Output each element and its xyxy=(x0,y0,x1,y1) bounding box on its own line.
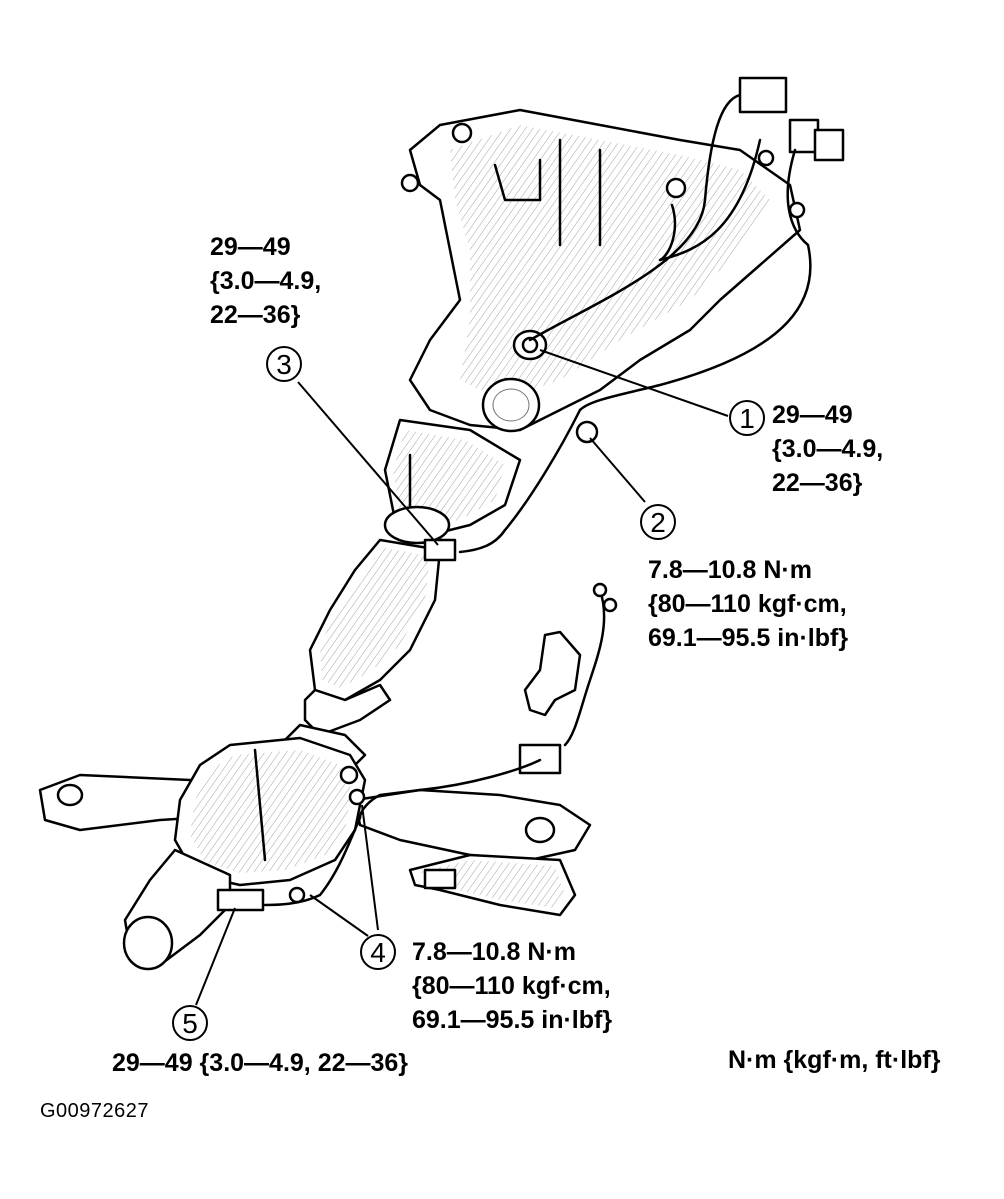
torque-spec-2-line2: {80—110 kgf·cm, xyxy=(648,590,847,618)
torque-spec-3-line2: {3.0—4.9, xyxy=(210,267,322,295)
callout-4: 4 xyxy=(360,934,396,970)
torque-spec-3-line3: 22—36} xyxy=(210,301,301,329)
rear-converter xyxy=(122,736,367,971)
torque-spec-4-line2: {80—110 kgf·cm, xyxy=(412,972,611,1000)
torque-spec-2-line3: 69.1—95.5 in·lbf} xyxy=(648,624,849,652)
torque-spec-1-line3: 22—36} xyxy=(772,469,863,497)
torque-spec-1-line2: {3.0—4.9, xyxy=(772,435,884,463)
torque-spec-3-line1: 29—49 xyxy=(210,233,291,261)
callout-1: 1 xyxy=(729,400,765,436)
torque-spec-4-line1: 7.8—10.8 N·m xyxy=(412,938,576,966)
torque-spec-1: 29—49 {3.0—4.9, 22—36} xyxy=(772,398,883,500)
figure-id: G00972627 xyxy=(40,1100,150,1122)
torque-spec-1-line1: 29—49 xyxy=(772,401,853,429)
torque-spec-3: 29—49 {3.0—4.9, 22—36} xyxy=(210,230,321,332)
callout-3: 3 xyxy=(266,346,302,382)
leader-lines xyxy=(195,349,729,1006)
torque-spec-2: 7.8—10.8 N·m {80—110 kgf·cm, 69.1—95.5 i… xyxy=(648,553,848,655)
center-converter xyxy=(283,538,451,772)
torque-spec-2-line1: 7.8—10.8 N·m xyxy=(648,556,812,584)
callout-2: 2 xyxy=(640,504,676,540)
exhaust-manifold xyxy=(400,108,806,433)
callout-5: 5 xyxy=(172,1005,208,1041)
upper-catalytic-converter xyxy=(383,418,522,545)
sensor-harness xyxy=(216,76,845,912)
torque-spec-5: 29—49 {3.0—4.9, 22—36} xyxy=(112,1046,408,1080)
units-note: N·m {kgf·m, ft·lbf} xyxy=(728,1046,941,1074)
torque-spec-5-line1: 29—49 {3.0—4.9, 22—36} xyxy=(112,1049,409,1077)
torque-spec-4: 7.8—10.8 N·m {80—110 kgf·cm, 69.1—95.5 i… xyxy=(412,935,612,1037)
torque-spec-4-line3: 69.1—95.5 in·lbf} xyxy=(412,1006,613,1034)
